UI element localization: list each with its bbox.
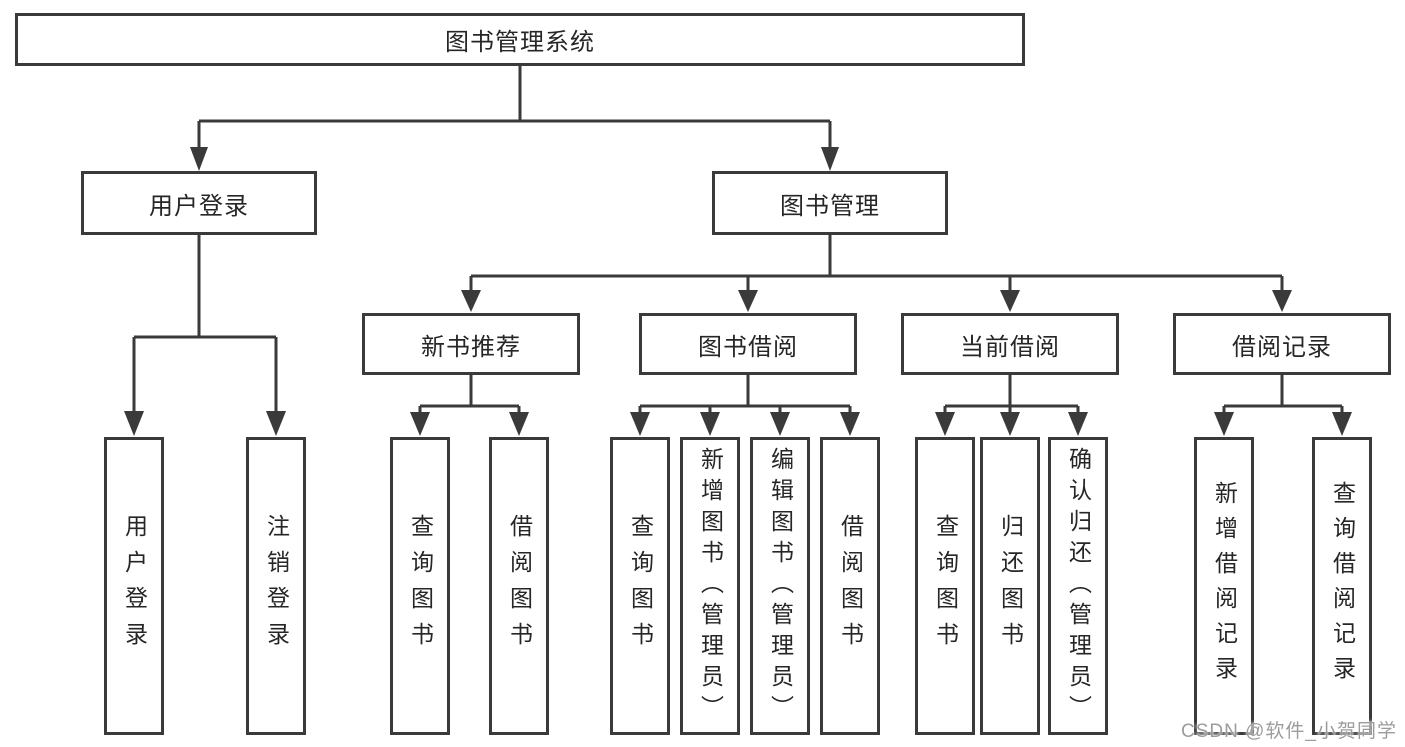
node-borrowing-records: 借阅记录 xyxy=(1173,313,1391,375)
node-current-borrowing: 当前借阅 xyxy=(901,313,1119,375)
node-root: 图书管理系统 xyxy=(15,13,1025,66)
csdn-watermark: CSDN @软件_小贺同学 xyxy=(1181,721,1397,742)
leaf-logout-login: 注销登录 xyxy=(246,437,306,735)
leaf-borrow-books-recommend: 借阅图书 xyxy=(489,437,549,735)
leaf-edit-books-admin: 编辑图书（管理员） xyxy=(750,437,810,735)
leaf-query-books-recommend: 查询图书 xyxy=(390,437,450,735)
node-user-login: 用户登录 xyxy=(81,171,317,235)
node-book-borrowing: 图书借阅 xyxy=(639,313,857,375)
leaf-query-borrow-record: 查询借阅记录 xyxy=(1312,437,1372,735)
leaf-add-borrow-record: 新增借阅记录 xyxy=(1194,437,1254,735)
leaf-query-books-current: 查询图书 xyxy=(915,437,975,735)
node-new-book-recommend: 新书推荐 xyxy=(362,313,580,375)
leaf-borrow-books: 借阅图书 xyxy=(820,437,880,735)
leaf-confirm-return-admin: 确认归还（管理员） xyxy=(1048,437,1108,735)
leaf-query-books-borrowing: 查询图书 xyxy=(610,437,670,735)
leaf-user-login: 用户登录 xyxy=(104,437,164,735)
leaf-return-books: 归还图书 xyxy=(980,437,1040,735)
node-book-management: 图书管理 xyxy=(712,171,948,235)
leaf-add-books-admin: 新增图书（管理员） xyxy=(680,437,740,735)
